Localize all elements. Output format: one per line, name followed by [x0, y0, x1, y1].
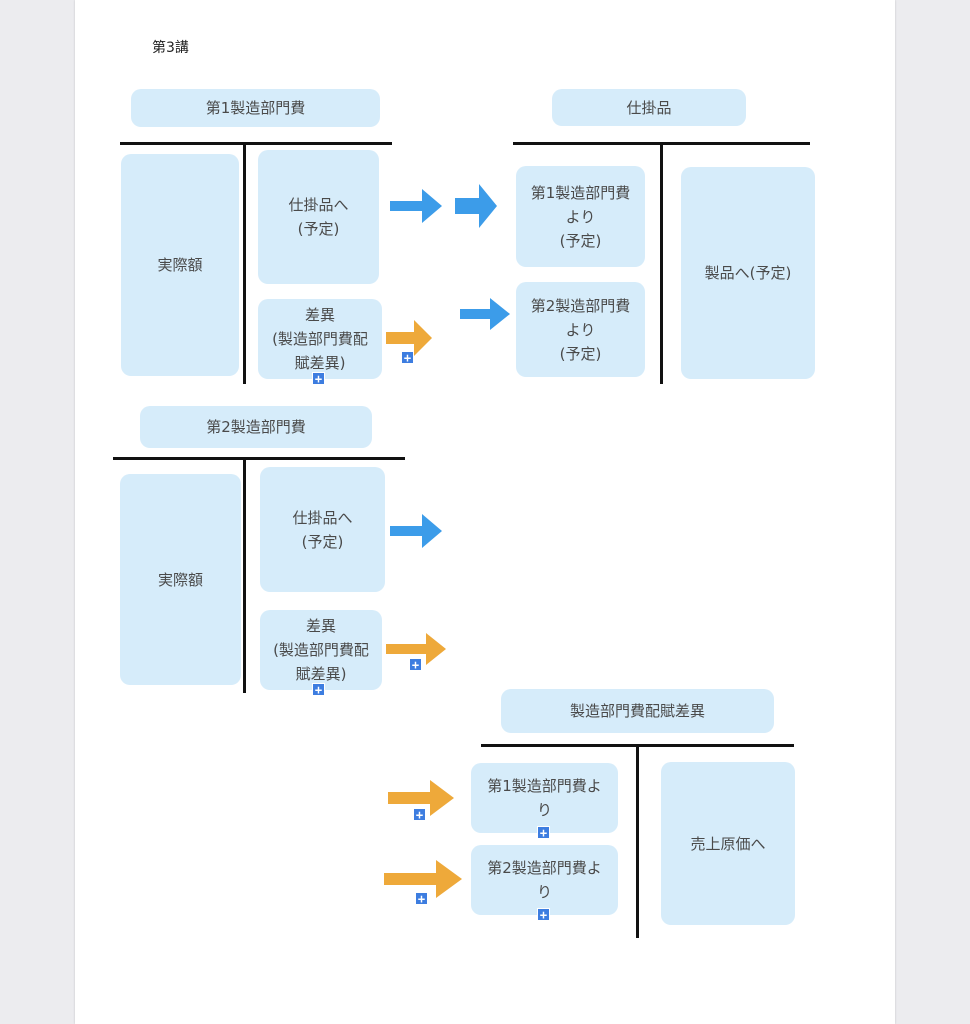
arrow-right-icon[interactable] — [390, 514, 442, 548]
plus-icon[interactable]: + — [415, 892, 428, 905]
wip-account-header[interactable]: 仕掛品 — [552, 89, 746, 126]
dept1-t-vertical-line — [243, 142, 246, 384]
arrow-right-icon[interactable] — [386, 633, 446, 665]
dept1-account-header[interactable]: 第1製造部門費 — [131, 89, 380, 127]
plus-icon[interactable]: + — [413, 808, 426, 821]
variance-from-dept1[interactable]: 第1製造部門費よ り — [471, 763, 618, 833]
page-title: 第3講 — [152, 40, 189, 56]
plus-icon[interactable]: + — [537, 908, 550, 921]
dept1-t-horizontal-line — [120, 142, 392, 145]
dept1-actual-amount[interactable]: 実際額 — [121, 154, 239, 376]
wip-to-products[interactable]: 製品へ(予定) — [681, 167, 815, 379]
dept1-variance[interactable]: 差異 (製造部門費配 賦差異) — [258, 299, 382, 379]
variance-from-dept2[interactable]: 第2製造部門費よ り — [471, 845, 618, 915]
variance-t-vertical-line — [636, 744, 639, 938]
arrow-right-icon[interactable] — [388, 780, 454, 816]
plus-icon[interactable]: + — [312, 372, 325, 385]
plus-icon[interactable]: + — [312, 683, 325, 696]
dept2-actual-amount[interactable]: 実際額 — [120, 474, 241, 685]
wip-from-dept2[interactable]: 第2製造部門費 より (予定) — [516, 282, 645, 377]
wip-from-dept1[interactable]: 第1製造部門費 より (予定) — [516, 166, 645, 267]
arrow-right-icon[interactable] — [384, 860, 462, 898]
variance-account-header[interactable]: 製造部門費配賦差異 — [501, 689, 774, 733]
dept1-to-wip-planned[interactable]: 仕掛品へ (予定) — [258, 150, 379, 284]
dept2-t-horizontal-line — [113, 457, 405, 460]
dept2-variance[interactable]: 差異 (製造部門費配 賦差異) — [260, 610, 382, 690]
variance-to-cost-of-sales[interactable]: 売上原価へ — [661, 762, 795, 925]
arrow-right-icon[interactable] — [390, 189, 442, 223]
plus-icon[interactable]: + — [537, 826, 550, 839]
dept2-t-vertical-line — [243, 457, 246, 693]
plus-icon[interactable]: + — [401, 351, 414, 364]
plus-icon[interactable]: + — [409, 658, 422, 671]
dept2-to-wip-planned[interactable]: 仕掛品へ (予定) — [260, 467, 385, 592]
arrow-right-icon[interactable] — [455, 184, 497, 228]
arrow-right-icon[interactable] — [386, 320, 432, 356]
wip-t-vertical-line — [660, 142, 663, 384]
arrow-right-icon[interactable] — [460, 298, 510, 330]
dept2-account-header[interactable]: 第2製造部門費 — [140, 406, 372, 448]
